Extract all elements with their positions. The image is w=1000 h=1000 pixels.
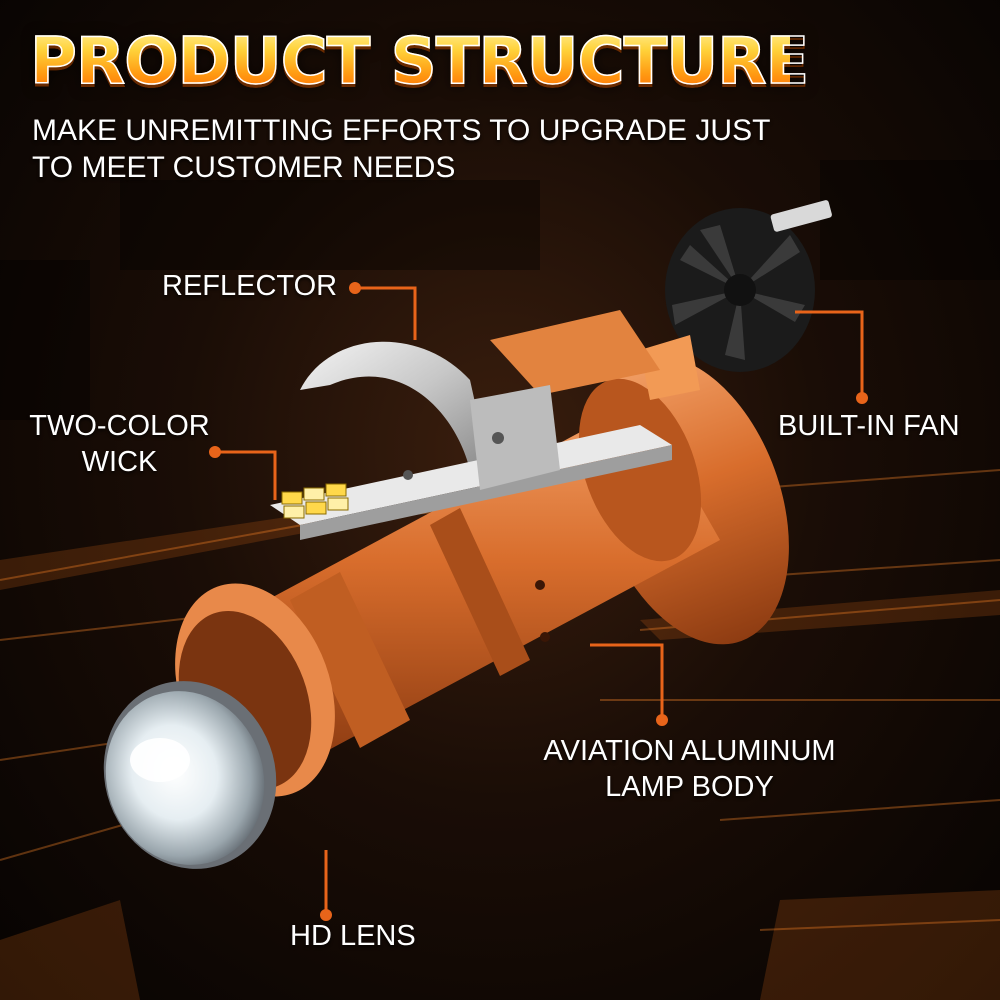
- callout-lamp-body-line2: LAMP BODY: [605, 771, 774, 803]
- fan-assembly: [640, 200, 832, 400]
- callout-built-in-fan: BUILT-IN FAN: [778, 410, 960, 442]
- reflector: [300, 341, 490, 470]
- led-chips: [281, 483, 349, 519]
- page-subtitle: MAKE UNREMITTING EFFORTS TO UPGRADE JUST…: [32, 114, 770, 184]
- callout-lamp-body-line1: AVIATION ALUMINUM: [543, 735, 836, 767]
- callout-hd-lens: HD LENS: [290, 920, 416, 952]
- callout-two-color-wick: TWO-COLOR WICK: [22, 408, 217, 480]
- pcb-board: [270, 310, 672, 540]
- lamp-body: [175, 355, 789, 797]
- page-title: PRODUCT STRUCTURE: [29, 22, 810, 102]
- hd-lens: [103, 681, 277, 869]
- callout-lamp-body: AVIATION ALUMINUM LAMP BODY: [527, 733, 852, 805]
- callout-two-color-wick-line1: TWO-COLOR: [29, 410, 210, 442]
- callout-reflector: REFLECTOR: [162, 270, 338, 302]
- callout-two-color-wick-line2: WICK: [81, 446, 158, 478]
